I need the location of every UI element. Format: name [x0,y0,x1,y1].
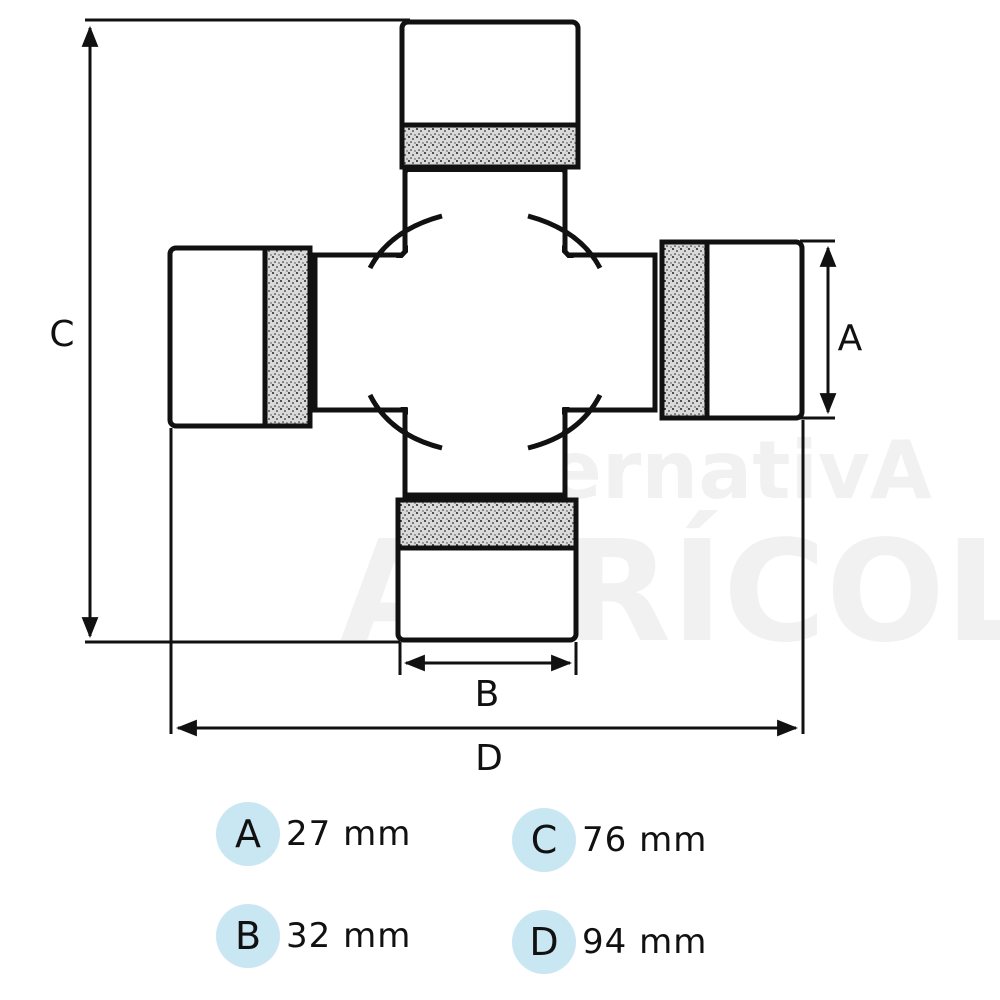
legend-badge-b: B [216,904,280,968]
legend-value-a: 27 mm [286,814,412,854]
dimension-b [398,642,578,675]
bearing-cap-bottom [395,497,579,643]
legend-value-b: 32 mm [286,916,412,956]
legend-value-d: 94 mm [582,922,708,962]
legend-value-c: 76 mm [582,820,708,860]
dimension-c [81,18,410,644]
bearing-cap-top [399,19,581,170]
universal-joint-diagram: AlternativA AGRÍCOLA [49,18,1000,779]
legend-item-a: A 27 mm [216,802,411,866]
legend-badge-c: C [512,808,576,872]
legend-item-c: C 76 mm [512,808,707,872]
bearing-cap-right [659,239,805,421]
legend-item-b: B 32 mm [216,904,411,968]
dimension-c-label: C [49,314,74,355]
dimension-d [169,420,805,737]
bearing-cap-left [167,245,313,429]
legend-badge-d: D [512,910,576,974]
dimension-b-label: B [475,674,500,715]
dimension-a-label: A [838,318,863,359]
dimension-a [800,239,837,420]
legend-item-d: D 94 mm [512,910,707,974]
dimension-d-label: D [475,738,503,779]
legend-badge-a: A [216,802,280,866]
